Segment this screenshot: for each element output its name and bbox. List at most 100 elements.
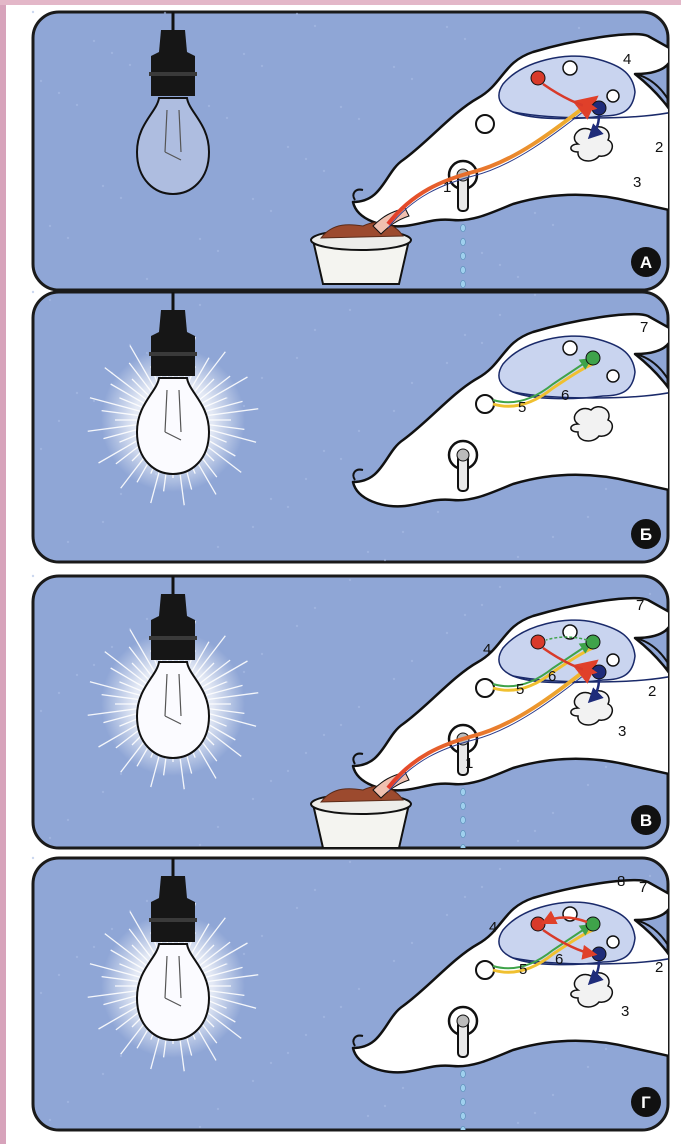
dog-eye-icon xyxy=(476,679,494,697)
sky-texture-dot xyxy=(340,1006,342,1008)
sky-texture-dot xyxy=(323,450,325,452)
sky-texture-dot xyxy=(393,410,395,412)
sky-texture-dot xyxy=(411,78,413,80)
sky-texture-dot xyxy=(102,1073,104,1075)
sky-texture-dot xyxy=(384,559,386,561)
sky-texture-dot xyxy=(93,664,95,666)
panel-letter: Б xyxy=(640,525,652,544)
brain-center-empty xyxy=(563,341,577,355)
pathway-label-1: 1 xyxy=(443,179,451,196)
saliva-drop xyxy=(461,830,466,837)
saliva-drop xyxy=(461,802,466,809)
sky-texture-dot xyxy=(270,780,272,782)
brain-center-empty xyxy=(563,61,577,75)
saliva-drop xyxy=(461,252,466,259)
sky-texture-dot xyxy=(120,1055,122,1057)
sky-texture-dot xyxy=(323,170,325,172)
sky-texture-dot xyxy=(32,291,34,293)
sky-texture-dot xyxy=(270,1062,272,1064)
pathway-label-2: 2 xyxy=(655,959,663,976)
sky-texture-dot xyxy=(111,928,113,930)
dog-eye-icon xyxy=(476,961,494,979)
sky-texture-dot xyxy=(393,960,395,962)
sky-texture-dot xyxy=(481,252,483,254)
sky-texture-dot xyxy=(296,357,298,359)
sky-texture-dot xyxy=(534,294,536,296)
brain-center-empty xyxy=(607,936,619,948)
sky-texture-dot xyxy=(499,314,501,316)
salivation-center xyxy=(592,665,606,679)
sky-texture-dot xyxy=(287,146,289,148)
sky-texture-dot xyxy=(40,448,42,450)
sky-texture-dot xyxy=(217,546,219,548)
sky-texture-dot xyxy=(446,362,448,364)
sky-texture-dot xyxy=(314,889,316,891)
sky-texture-dot xyxy=(384,1105,386,1107)
sky-texture-dot xyxy=(49,299,51,301)
sky-texture-dot xyxy=(208,105,210,107)
brain-center-empty xyxy=(607,90,619,102)
saliva-tube-inner xyxy=(457,449,469,461)
sky-texture-dot xyxy=(587,1066,589,1068)
pathway-label-5: 5 xyxy=(519,961,527,978)
panel-letter: В xyxy=(640,811,652,830)
sky-texture-dot xyxy=(67,1101,69,1103)
saliva-drop xyxy=(461,844,466,851)
sky-texture-dot xyxy=(58,420,60,422)
pathway-label-2: 2 xyxy=(648,683,656,700)
panel-letter: Г xyxy=(641,1093,651,1112)
sky-texture-dot xyxy=(76,104,78,106)
sky-texture-dot xyxy=(411,942,413,944)
sky-texture-dot xyxy=(534,1112,536,1114)
sky-texture-dot xyxy=(464,38,466,40)
sky-texture-dot xyxy=(402,531,404,533)
sky-texture-dot xyxy=(243,671,245,673)
sky-texture-dot xyxy=(517,840,519,842)
cortex-visual-center xyxy=(586,635,600,649)
pathway-label-6: 6 xyxy=(548,668,556,685)
pathway-label-1: 1 xyxy=(465,755,473,772)
sky-texture-dot xyxy=(261,65,263,67)
pathway-label-4: 4 xyxy=(483,641,491,658)
sky-texture-dot xyxy=(252,526,254,528)
bulb-socket-ring xyxy=(149,72,197,76)
pathway-label-5: 5 xyxy=(516,681,524,698)
sky-texture-dot xyxy=(402,1087,404,1089)
sky-texture-dot xyxy=(367,551,369,553)
sky-texture-dot xyxy=(605,488,607,490)
sky-texture-dot xyxy=(296,907,298,909)
sky-texture-dot xyxy=(437,511,439,513)
sky-texture-dot xyxy=(340,724,342,726)
sky-texture-dot xyxy=(32,11,34,13)
sky-texture-dot xyxy=(481,604,483,606)
sky-texture-dot xyxy=(296,625,298,627)
sky-texture-dot xyxy=(305,158,307,160)
saliva-drop xyxy=(461,280,466,287)
sky-texture-dot xyxy=(649,277,651,279)
sky-texture-dot xyxy=(93,400,95,402)
dog-eye-icon xyxy=(476,115,494,133)
sky-texture-dot xyxy=(217,826,219,828)
sky-texture-dot xyxy=(252,198,254,200)
sky-texture-dot xyxy=(349,861,351,863)
sky-texture-dot xyxy=(76,956,78,958)
sky-texture-dot xyxy=(102,185,104,187)
sky-texture-dot xyxy=(358,988,360,990)
sky-texture-dot xyxy=(270,498,272,500)
sky-texture-dot xyxy=(517,556,519,558)
sky-texture-dot xyxy=(446,26,448,28)
pathway-label-5: 5 xyxy=(518,399,526,416)
sky-texture-dot xyxy=(93,40,95,42)
pathway-label-6: 6 xyxy=(555,951,563,968)
sky-texture-dot xyxy=(287,1052,289,1054)
pathway-label-4: 4 xyxy=(623,51,631,68)
sky-texture-dot xyxy=(40,80,42,82)
sky-texture-dot xyxy=(552,536,554,538)
sky-texture-dot xyxy=(40,992,42,994)
bulb-socket-ring xyxy=(149,352,197,356)
sky-texture-dot xyxy=(534,830,536,832)
sky-texture-dot xyxy=(358,118,360,120)
